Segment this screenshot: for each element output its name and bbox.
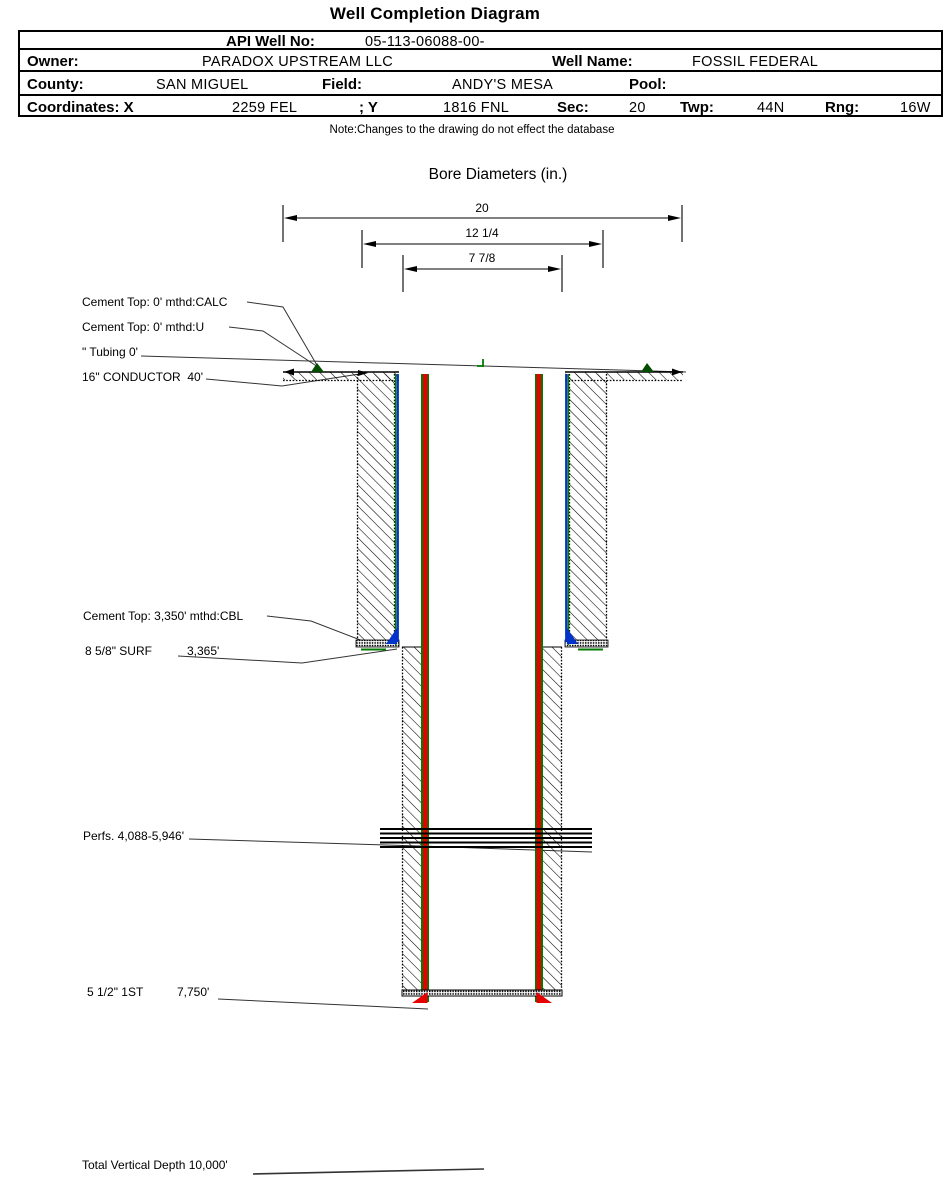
annotation-leader-lines [140, 301, 687, 1175]
header-table: API Well No: 05-113-06088-00- Owner: PAR… [18, 30, 943, 117]
tubing-label: " Tubing 0' [82, 345, 138, 359]
tubing-line-right [536, 374, 541, 1002]
perfs-label: Perfs. 4,088-5,946' [83, 829, 185, 843]
page-title: Well Completion Diagram [329, 4, 541, 23]
county-value: SAN MIGUEL [156, 77, 249, 93]
bore-diameter-dimensions [282, 205, 683, 292]
county-label: County: [27, 76, 84, 93]
cement-column-lower-right [541, 647, 562, 990]
well-name-label: Well Name: [552, 53, 633, 70]
pool-label: Pool: [629, 76, 667, 93]
bore-diameter-778-label: 7 7/8 [468, 251, 496, 265]
table-row-divider [20, 48, 941, 50]
field-label: Field: [322, 76, 362, 93]
cement-top-cbl-label: Cement Top: 3,350' mthd:CBL [83, 609, 244, 623]
perforation-lines [380, 828, 592, 848]
cement-top-marker-right-icon [641, 363, 654, 372]
cement-column-upper-left [357, 374, 395, 640]
tubing-bottom-marker-right-icon [536, 992, 552, 1003]
coordinates-x-value: 2259 FEL [232, 100, 298, 116]
first-casing-label: 5 1/2" 1ST [87, 985, 144, 999]
bottom-plug-bar [401, 989, 563, 997]
arrow-icon [672, 368, 682, 376]
coordinates-label: Coordinates: X [27, 99, 134, 116]
bore-diameters-title: Bore Diameters (in.) [428, 166, 568, 183]
tubing-leader [140, 355, 687, 373]
well-name-value: FOSSIL FEDERAL [692, 54, 819, 70]
surf-casing-shoe-left [355, 639, 400, 648]
first-depth-label: 7,750' [177, 985, 210, 999]
rng-label: Rng: [825, 99, 860, 116]
arrow-icon [284, 215, 297, 221]
surface-bar-left [283, 372, 399, 380]
upper-cement-columns [355, 374, 609, 651]
database-note: Note:Changes to the drawing do not effec… [329, 124, 615, 136]
twp-value: 44N [757, 100, 785, 116]
table-row-divider [20, 70, 941, 72]
twp-label: Twp: [680, 99, 714, 116]
coordinates-y-value: 1816 FNL [443, 100, 510, 116]
perfs-leader [188, 838, 593, 853]
casing-bottom [401, 989, 563, 1003]
first-leader [217, 998, 429, 1010]
sec-value: 20 [629, 100, 646, 116]
lower-cement-columns [401, 646, 563, 990]
arrow-icon [548, 266, 561, 272]
tvd-leader [252, 1168, 485, 1175]
owner-value: PARADOX UPSTREAM LLC [202, 54, 394, 70]
owner-label: Owner: [27, 53, 79, 70]
arrow-icon [363, 241, 376, 247]
casing-shoe-marker-blue-left-icon [386, 628, 397, 644]
surf-casing-shoe-right [564, 639, 609, 648]
api-well-no-label: API Well No: [226, 33, 315, 50]
arrow-icon [404, 266, 417, 272]
surface-casing-lines [386, 374, 578, 645]
surface-bar-right [565, 372, 683, 380]
cement-column-lower-left [402, 647, 423, 990]
tubing-bottom-marker-left-icon [412, 992, 428, 1003]
total-vertical-depth-label: Total Vertical Depth 10,000' [82, 1158, 228, 1172]
arrow-icon [284, 368, 294, 376]
field-value: ANDY'S MESA [452, 77, 554, 93]
cement-top-calc-label: Cement Top: 0' mthd:CALC [82, 295, 228, 309]
cement-top-u-leader [228, 326, 319, 368]
cement-top-cbl-leader [266, 615, 364, 642]
dimension-arrowheads [284, 215, 681, 272]
surf-depth-label: 3,365' [187, 644, 220, 658]
arrow-icon [589, 241, 602, 247]
table-row-divider [20, 94, 941, 96]
cement-top-u-label: Cement Top: 0' mthd:U [82, 320, 205, 334]
arrow-icon [668, 215, 681, 221]
bore-diameter-20-label: 20 [475, 201, 489, 215]
cement-top-marker-left-icon [311, 363, 324, 372]
casing-shoe-marker-blue-right-icon [567, 628, 578, 644]
api-well-no-value: 05-113-06088-00- [365, 34, 485, 50]
sec-label: Sec: [557, 99, 589, 116]
cement-top-calc-leader [246, 301, 319, 368]
rng-value: 16W [900, 100, 931, 116]
surf-casing-label: 8 5/8" SURF [85, 644, 152, 658]
cement-column-upper-right [569, 374, 607, 640]
tubing-strings [421, 374, 543, 1002]
tubing-top-marker-icon [477, 359, 484, 367]
bore-diameter-1214-label: 12 1/4 [465, 226, 499, 240]
surf-leader [177, 648, 398, 664]
tubing-line-left [423, 374, 428, 1002]
coordinates-y-label: ; Y [359, 99, 378, 116]
conductor-label: 16" CONDUCTOR 40' [82, 370, 204, 384]
